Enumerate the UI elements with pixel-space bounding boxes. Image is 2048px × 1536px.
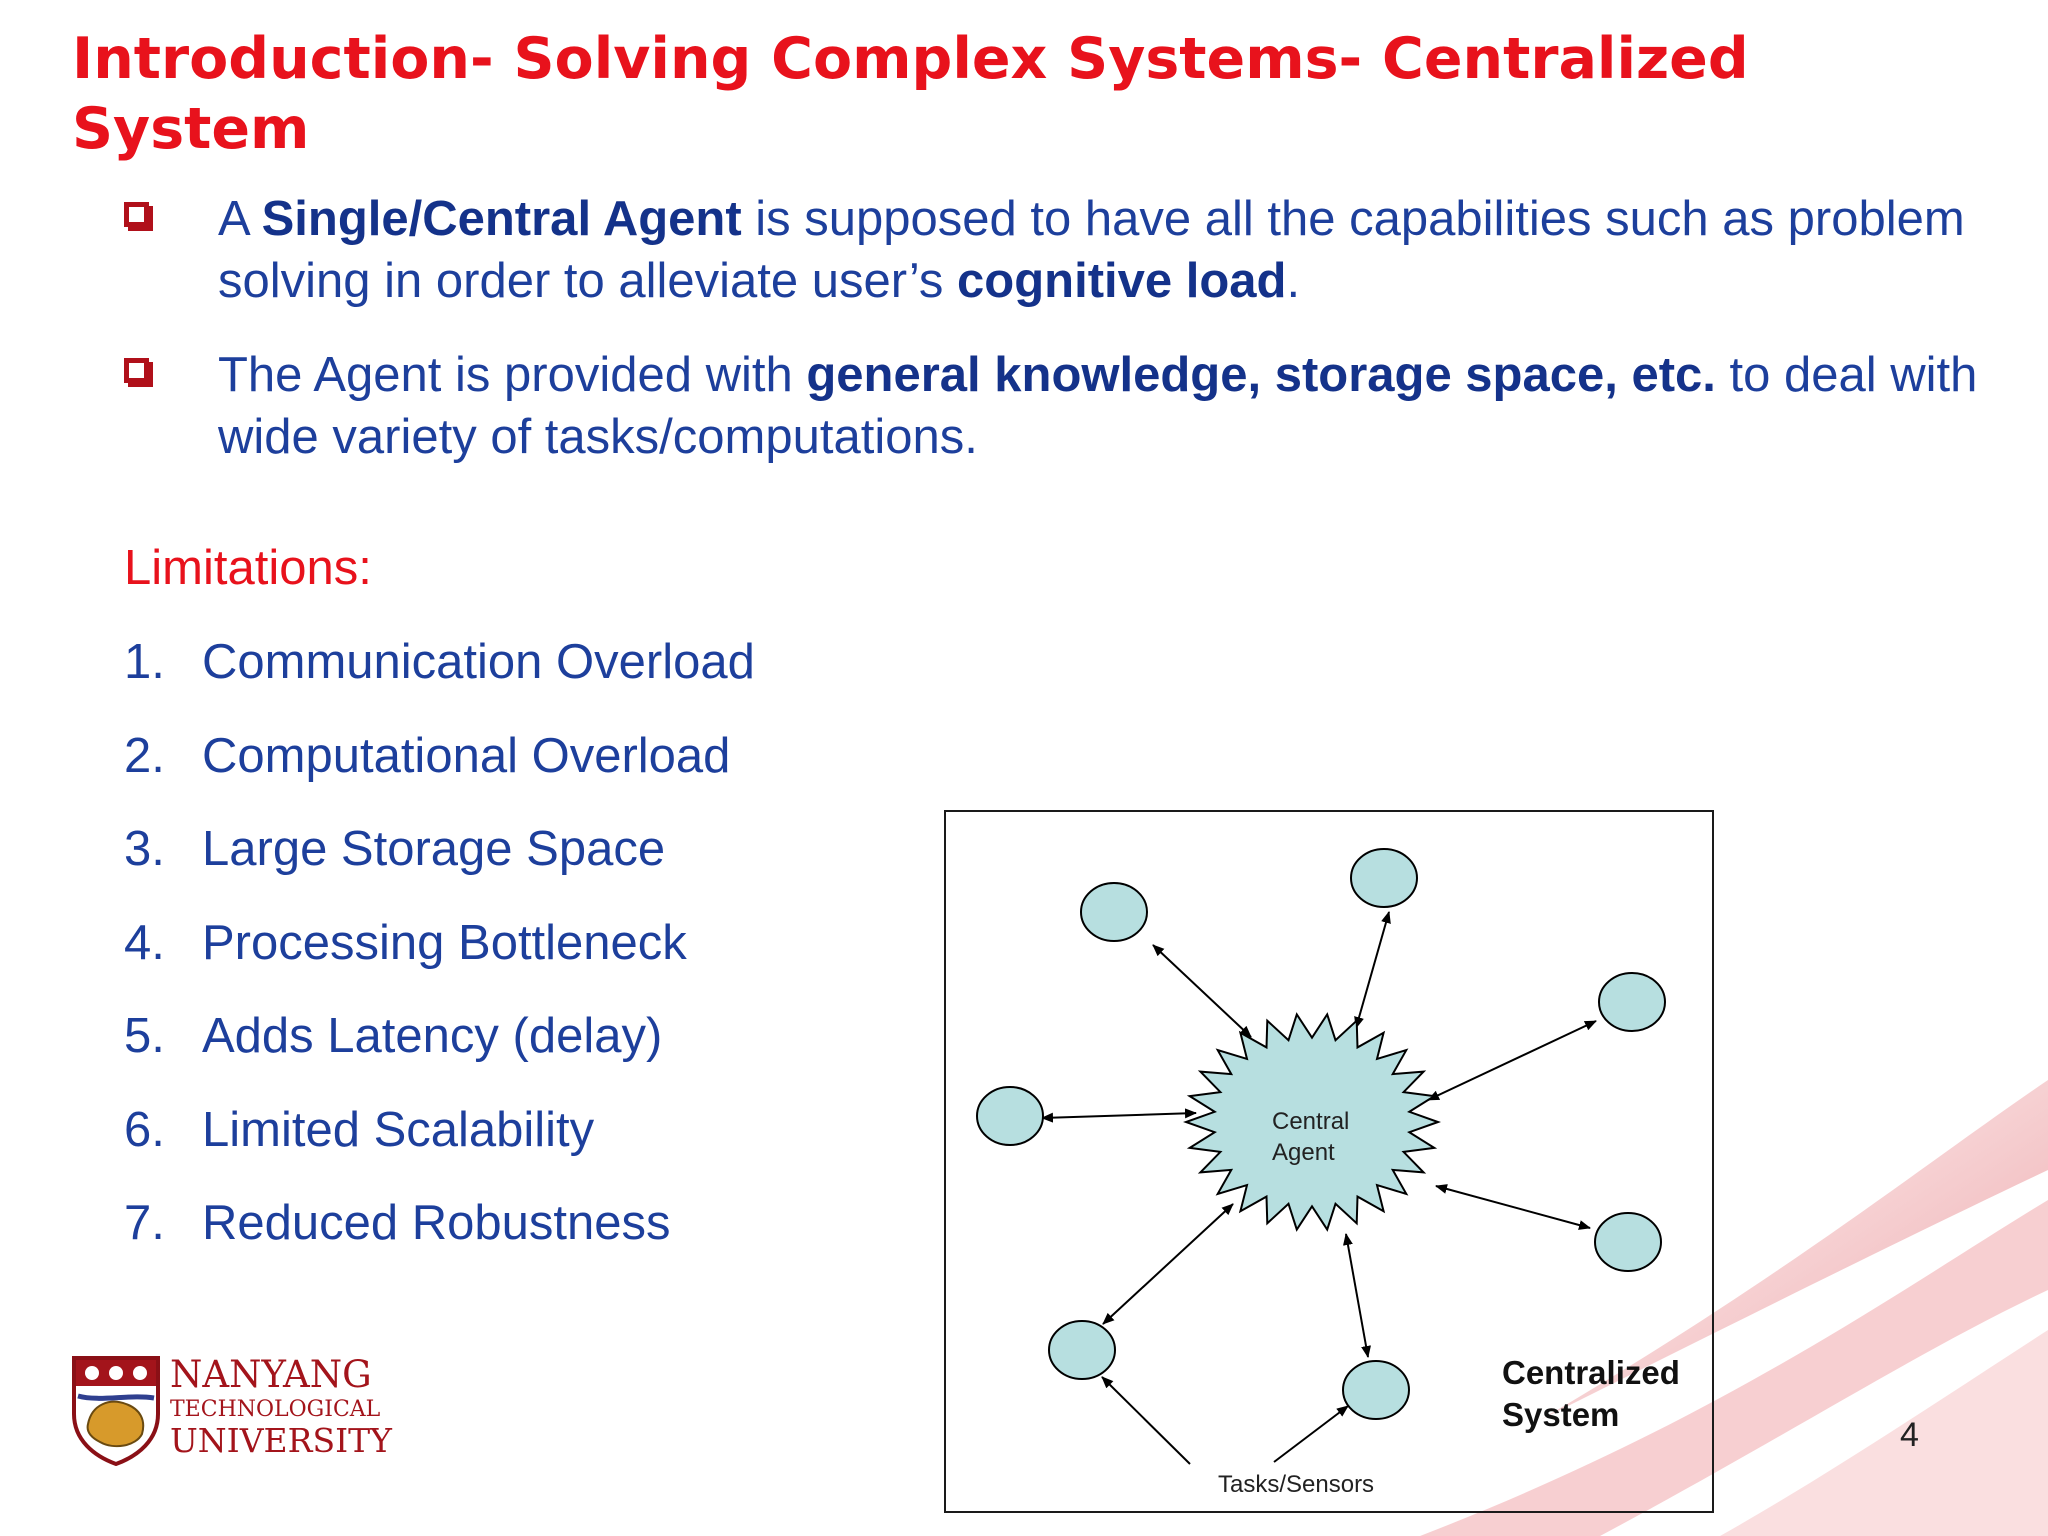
list-item: 1. Communication Overload	[124, 632, 755, 726]
list-text: Limited Scalability	[202, 1102, 595, 1157]
diagram-svg	[976, 848, 1666, 1465]
central-agent-label: Central Agent	[1272, 1106, 1349, 1168]
slide-title: Introduction- Solving Complex Systems- C…	[72, 26, 1749, 162]
input-edge	[1273, 1405, 1349, 1463]
node-bottom-left	[1048, 1320, 1116, 1380]
list-number: 1.	[124, 635, 165, 689]
logo-line: TECHNOLOGICAL	[170, 1397, 381, 1422]
checkbox-bullet-icon	[124, 202, 149, 227]
bullet-text: is supposed to have all the capabilities…	[218, 192, 1965, 308]
logo-line: NANYANG	[170, 1353, 372, 1396]
list-number: 4.	[124, 915, 165, 970]
node-top	[1350, 848, 1418, 908]
limitations-list: 1. Communication Overload 2. Computational…	[124, 632, 755, 1287]
bullet-item: The Agent is provided with general knowl…	[116, 344, 1996, 468]
list-text: Large Storage Space	[202, 822, 666, 876]
node-bottom	[1342, 1360, 1410, 1420]
checkbox-bullet-icon	[124, 358, 149, 383]
list-item: 7. Reduced Robustness	[124, 1193, 755, 1287]
list-number: 3.	[124, 822, 165, 876]
list-number: 5.	[124, 1009, 165, 1063]
diagram-nodes	[976, 848, 1666, 1420]
crest-icon	[72, 1356, 160, 1467]
list-text: Reduced Robustness	[202, 1196, 671, 1250]
list-number: 6.	[124, 1102, 165, 1157]
centralized-system-diagram: Central Agent Tasks/Sensors Centralized …	[944, 810, 1714, 1513]
list-text: Processing Bottleneck	[202, 915, 687, 970]
bullet-bold-text: Single/Central Agent	[261, 192, 742, 246]
university-logo: NANYANG TECHNOLOGICAL UNIVERSITY	[70, 1354, 392, 1474]
list-number: 2.	[124, 728, 165, 783]
bidirectional-edge	[1435, 1184, 1591, 1230]
diagram-caption: Centralized System	[1502, 1352, 1680, 1436]
input-edge	[1101, 1376, 1191, 1465]
list-item: 3. Large Storage Space	[124, 819, 755, 913]
bidirectional-edge	[1427, 1020, 1597, 1101]
diagram-caption-line: Centralized	[1502, 1354, 1680, 1391]
central-agent-label-line: Central	[1272, 1108, 1350, 1135]
node-top-left	[1080, 882, 1148, 942]
list-item: 4. Processing Bottleneck	[124, 913, 755, 1007]
bidirectional-edge	[1354, 911, 1391, 1029]
list-item: 6. Limited Scalability	[124, 1100, 755, 1194]
logo-wordmark: NANYANG TECHNOLOGICAL UNIVERSITY	[170, 1354, 392, 1459]
list-text: Adds Latency (delay)	[202, 1009, 663, 1063]
bidirectional-edge	[1343, 1233, 1371, 1358]
list-text: Communication Overload	[202, 635, 755, 689]
bullet-item: A Single/Central Agent is supposed to ha…	[116, 188, 1996, 312]
bidirectional-edge	[1041, 1108, 1197, 1123]
bullet-list: A Single/Central Agent is supposed to ha…	[116, 188, 1996, 500]
list-text: Computational Overload	[202, 728, 731, 783]
central-agent-label-line: Agent	[1272, 1139, 1335, 1166]
list-item: 5. Adds Latency (delay)	[124, 1006, 755, 1100]
bullet-text: .	[1286, 254, 1301, 308]
central-agent-star	[1183, 1012, 1441, 1232]
node-left	[976, 1086, 1044, 1146]
node-right-top	[1598, 972, 1666, 1032]
bullet-text: The Agent is provided with	[218, 348, 807, 402]
bullet-text: to deal with wide variety of tasks/compu…	[218, 348, 1978, 464]
bullet-bold-text: cognitive load	[957, 254, 1287, 308]
diagram-caption-line: System	[1502, 1396, 1620, 1433]
logo-line: UNIVERSITY	[170, 1421, 392, 1460]
bidirectional-edge	[1102, 1203, 1234, 1325]
page-number: 4	[1900, 1416, 1919, 1454]
limitations-heading: Limitations:	[124, 541, 372, 595]
bullet-bold-text: general knowledge, storage space, etc.	[806, 348, 1716, 402]
bidirectional-edge	[1152, 944, 1252, 1038]
list-number: 7.	[124, 1196, 165, 1250]
diagram-edges	[1041, 911, 1597, 1465]
list-item: 2. Computational Overload	[124, 726, 755, 820]
node-right-bottom	[1594, 1212, 1662, 1272]
tasks-sensors-label: Tasks/Sensors	[1218, 1471, 1375, 1498]
bullet-text: A	[218, 192, 262, 246]
